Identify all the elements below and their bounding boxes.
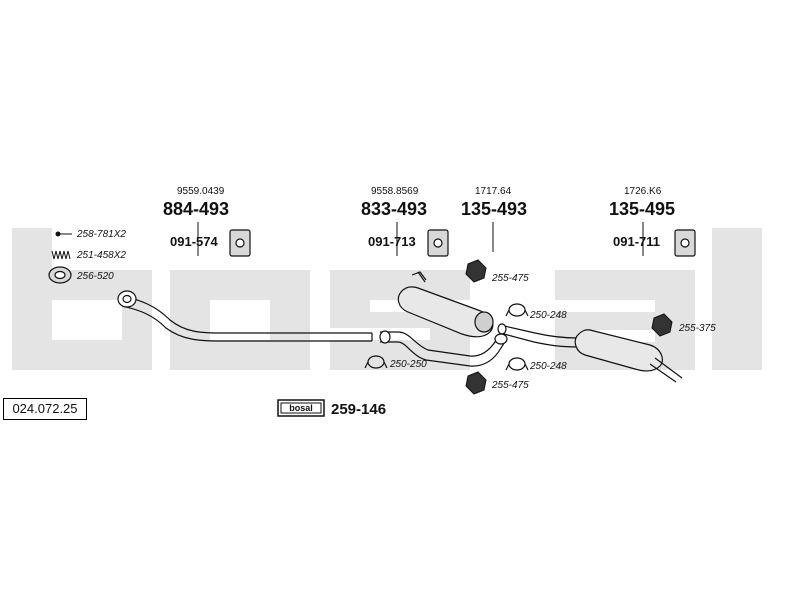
- part-number: 135-495: [609, 199, 676, 219]
- bosal-kit-badge: [277, 399, 325, 417]
- part-number: 884-493: [163, 199, 230, 219]
- middle-muffler: [397, 271, 494, 338]
- clamp-label: 250-248: [530, 310, 567, 321]
- diagram-reference: 024.072.25: [3, 398, 87, 420]
- nut-label: 255-375: [679, 323, 716, 334]
- middle-pipe: [379, 330, 508, 367]
- mount-number: 091-574: [170, 234, 218, 249]
- bolt-label: 258-781X2: [77, 229, 126, 240]
- bolt-icon: [55, 231, 72, 237]
- clamp-label: 250-250: [390, 359, 427, 370]
- supplier-code: 1726.K6: [624, 186, 662, 197]
- nut-label: 255-475: [492, 380, 529, 391]
- nut-label: 255-475: [492, 273, 529, 284]
- spring-label: 251-458X2: [77, 250, 126, 261]
- gasket-icon: [48, 266, 72, 284]
- supplier-code: 9559.0439: [177, 186, 225, 197]
- gasket-label: 256-520: [77, 271, 114, 282]
- front-pipe: [117, 290, 373, 342]
- mount-number: 091-713: [368, 234, 416, 249]
- clamp-label: 250-248: [530, 361, 567, 372]
- leader-lines: [197, 222, 644, 256]
- hanger-mount-icon: [229, 229, 696, 257]
- part-number: 135-493: [461, 199, 528, 219]
- spring-icon: [51, 250, 71, 260]
- part-number: 833-493: [361, 199, 428, 219]
- kit-part-number: 259-146: [331, 401, 387, 418]
- kit-badge-text: bosal: [289, 403, 313, 413]
- clamp-icon: [364, 303, 529, 371]
- mount-number: 091-711: [613, 234, 660, 249]
- nut-icon: [465, 259, 673, 395]
- rear-silencer: [497, 323, 683, 383]
- supplier-code: 1717.64: [475, 186, 512, 197]
- supplier-code: 9558.8569: [371, 186, 419, 197]
